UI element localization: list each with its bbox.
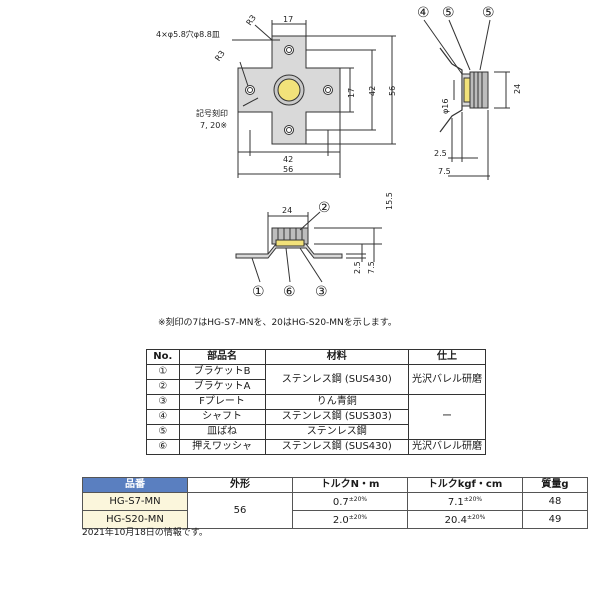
callout-1: ① bbox=[252, 284, 265, 300]
dim-phi16: φ16 bbox=[441, 99, 450, 114]
dim-24-front: 24 bbox=[282, 206, 292, 215]
mark-label: 記号刻印 bbox=[196, 108, 228, 118]
tolerance: ±20% bbox=[466, 514, 486, 521]
part-number: HG-S7-MN bbox=[82, 492, 188, 511]
row-no: ① bbox=[146, 364, 180, 380]
spec-table: 品番 外形 トルクN・m トルクkgf・cm 質量g HG-S7-MN 56 0… bbox=[82, 477, 588, 529]
technical-drawing: R3 17 4×φ5.8穴φ8.8皿 R3 記号刻印 7, 20※ 17 42 … bbox=[156, 5, 522, 300]
dim-42-bottom: 42 bbox=[283, 155, 293, 164]
mount-hole-bottom bbox=[284, 125, 294, 135]
row-no: ⑤ bbox=[146, 424, 180, 440]
dim-42-right: 42 bbox=[368, 86, 377, 96]
row-name: 押えワッシャ bbox=[178, 439, 266, 455]
row-finish: 光沢バレル研磨 bbox=[408, 439, 486, 455]
col-torque-kgf: トルクkgf・cm bbox=[407, 477, 523, 493]
side-spring-stack bbox=[469, 71, 489, 109]
torque-kgf: 7.1±20% bbox=[407, 492, 523, 511]
dim-15-5: 15.5 bbox=[385, 192, 394, 210]
row-name: 皿ばね bbox=[178, 424, 266, 440]
table-row: ③ Fプレート りん青銅 ー bbox=[146, 394, 486, 440]
col-material: 材料 bbox=[264, 349, 410, 365]
hole-spec: 4×φ5.8穴φ8.8皿 bbox=[156, 29, 220, 39]
col-shape: 外形 bbox=[187, 477, 293, 493]
row-material: りん青銅 bbox=[264, 394, 410, 410]
side-bracket bbox=[439, 47, 463, 133]
col-torque-nm: トルクN・m bbox=[292, 477, 408, 493]
callout-3: ③ bbox=[315, 284, 328, 300]
table-row: HG-S7-MN 56 0.7±20% 7.1±20% 48 bbox=[82, 492, 588, 529]
table-row: HG-S20-MN 2.0±20% 20.4±20% 49 bbox=[82, 510, 588, 529]
row-material: ステンレス鋼 (SUS430) bbox=[264, 364, 410, 395]
callout-6: ⑥ bbox=[283, 284, 296, 300]
row-no: ④ bbox=[146, 409, 180, 425]
date-note: 2021年10月18日の情報です。 bbox=[82, 528, 208, 538]
tolerance: ±20% bbox=[463, 496, 483, 503]
callout-5a: ⑤ bbox=[442, 5, 455, 21]
torque-kgf: 20.4±20% bbox=[407, 510, 523, 529]
mass-value: 49 bbox=[522, 510, 588, 529]
engraving-note: ※刻印の7はHG-S7-MNを、20はHG-S20-MNを示します。 bbox=[158, 318, 397, 328]
mark-values: 7, 20※ bbox=[200, 121, 227, 130]
shape-value: 56 bbox=[187, 492, 293, 529]
col-mass: 質量g bbox=[522, 477, 588, 493]
row-material: ステンレス鋼 bbox=[264, 424, 410, 440]
callout-4: ④ bbox=[417, 5, 430, 21]
dim-56-bottom: 56 bbox=[283, 165, 293, 174]
tolerance: ±20% bbox=[348, 496, 368, 503]
dim-2-5-front: 2.5 bbox=[353, 261, 362, 274]
dim-r3-left: R3 bbox=[213, 49, 226, 63]
mass-value: 48 bbox=[522, 492, 588, 511]
part-number: HG-S20-MN bbox=[82, 510, 188, 529]
table-row: ④ シャフト ステンレス鋼 (SUS303) bbox=[146, 409, 486, 425]
table-row: ① ブラケットB ステンレス鋼 (SUS430) 光沢バレル研磨 bbox=[146, 364, 486, 395]
row-name: ブラケットB bbox=[178, 364, 266, 380]
row-name: シャフト bbox=[178, 409, 266, 425]
materials-table: No. 部品名 材料 仕上 ① ブラケットB ステンレス鋼 (SUS430) 光… bbox=[146, 349, 486, 455]
torque-nm: 0.7±20% bbox=[292, 492, 408, 511]
col-part-name: 部品名 bbox=[178, 349, 266, 365]
table-row: ⑥ 押えワッシャ ステンレス鋼 (SUS430) 光沢バレル研磨 bbox=[146, 439, 486, 455]
row-finish: ー bbox=[408, 394, 486, 440]
row-material: ステンレス鋼 (SUS303) bbox=[264, 409, 410, 425]
dim-2-5-side: 2.5 bbox=[434, 149, 447, 158]
col-no: No. bbox=[146, 349, 180, 365]
dim-56-right: 56 bbox=[388, 86, 397, 96]
mount-hole-left bbox=[245, 85, 255, 95]
col-part-number: 品番 bbox=[82, 477, 188, 493]
row-name: Fプレート bbox=[178, 394, 266, 410]
dim-7-5-front: 7.5 bbox=[367, 261, 376, 274]
dim-r3-top: R3 bbox=[244, 13, 257, 27]
row-no: ② bbox=[146, 379, 180, 395]
row-name: ブラケットA bbox=[178, 379, 266, 395]
col-finish: 仕上 bbox=[408, 349, 486, 365]
row-no: ③ bbox=[146, 394, 180, 410]
callout-2: ② bbox=[318, 200, 331, 216]
row-finish: 光沢バレル研磨 bbox=[408, 364, 486, 395]
row-no: ⑥ bbox=[146, 439, 180, 455]
dim-17-right: 17 bbox=[347, 88, 356, 98]
dim-7-5-side: 7.5 bbox=[438, 167, 451, 176]
row-material: ステンレス鋼 (SUS430) bbox=[264, 439, 410, 455]
mount-hole-right bbox=[323, 85, 333, 95]
dim-17-top: 17 bbox=[283, 15, 293, 24]
dim-24-side: 24 bbox=[513, 84, 522, 94]
callout-5b: ⑤ bbox=[482, 5, 495, 21]
torque-nm: 2.0±20% bbox=[292, 510, 408, 529]
tolerance: ±20% bbox=[348, 514, 368, 521]
mount-hole-top bbox=[284, 45, 294, 55]
